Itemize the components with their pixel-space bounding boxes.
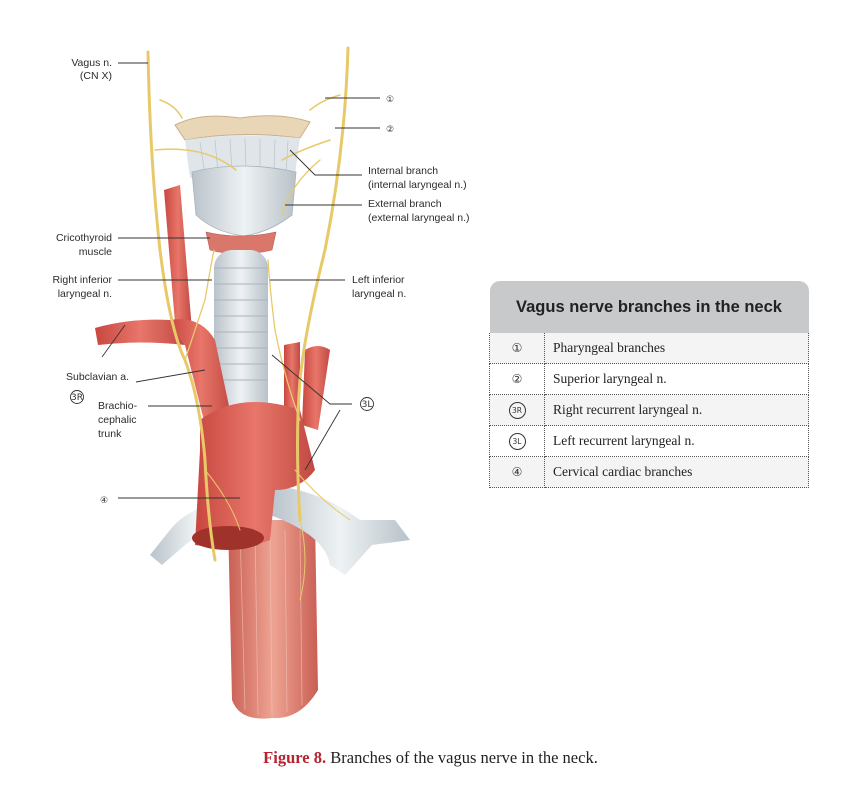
- label-brachiocephalic: Brachio- cephalic trunk: [98, 400, 138, 440]
- label-cricothyroid-line2: muscle: [79, 246, 112, 258]
- left-subclavian-artery: [302, 346, 330, 430]
- label-left-inferior-line2: laryngeal n.: [352, 288, 406, 300]
- marker-3l: 3L: [360, 397, 374, 411]
- right-common-carotid: [164, 185, 192, 335]
- caption-figure-number: Figure 8.: [263, 748, 327, 767]
- legend-number: 3R: [489, 394, 545, 426]
- label-left-inferior: Left inferior laryngeal n.: [352, 274, 406, 300]
- legend-number: ④: [489, 456, 545, 488]
- legend-row: ④ Cervical cardiac branches: [489, 456, 809, 488]
- label-brachio-line2: cephalic: [98, 414, 137, 426]
- caption-text: Branches of the vagus nerve in the neck.: [326, 748, 598, 767]
- label-external-branch: External branch (external laryngeal n.): [368, 198, 470, 224]
- svg-text:②: ②: [386, 125, 394, 135]
- marker-2: ②: [386, 125, 394, 135]
- svg-text:3R: 3R: [71, 393, 83, 403]
- label-vagus-line2: (CN X): [80, 70, 112, 82]
- marker-1: ①: [386, 95, 394, 105]
- legend-row: 3R Right recurrent laryngeal n.: [489, 394, 809, 426]
- label-internal-branch: Internal branch (internal laryngeal n.): [368, 165, 467, 191]
- label-internal-line2: (internal laryngeal n.): [368, 179, 467, 191]
- legend-number: ①: [489, 333, 545, 364]
- label-brachio-line3: trunk: [98, 428, 122, 440]
- label-vagus-line1: Vagus n.: [71, 57, 112, 69]
- svg-text:④: ④: [100, 496, 108, 506]
- leader-lines: [101, 62, 380, 499]
- esophagus: [228, 520, 318, 719]
- marker-4: ④: [100, 496, 108, 506]
- svg-text:3L: 3L: [362, 400, 373, 410]
- legend-row: ② Superior laryngeal n.: [489, 363, 809, 395]
- legend-row: 3L Left recurrent laryngeal n.: [489, 425, 809, 457]
- label-brachio-line1: Brachio-: [98, 400, 138, 412]
- label-external-line1: External branch: [368, 198, 442, 210]
- label-external-line2: (external laryngeal n.): [368, 212, 470, 224]
- label-left-inferior-line1: Left inferior: [352, 274, 405, 286]
- label-subclavian: Subclavian a.: [66, 371, 129, 383]
- marker-3r: 3R: [70, 390, 84, 404]
- hyoid-bone: [174, 115, 311, 141]
- legend-text: Right recurrent laryngeal n.: [544, 394, 809, 426]
- svg-text:①: ①: [386, 95, 394, 105]
- label-cricothyroid: Cricothyroid muscle: [56, 232, 112, 258]
- legend-text: Pharyngeal branches: [544, 333, 809, 364]
- right-subclavian-artery: [95, 319, 185, 345]
- label-cricothyroid-line1: Cricothyroid: [56, 232, 112, 244]
- aorta-cut: [192, 526, 264, 550]
- label-right-inferior-line1: Right inferior: [52, 274, 112, 286]
- legend-title: Vagus nerve branches in the neck: [489, 281, 809, 333]
- legend-table: Vagus nerve branches in the neck ① Phary…: [489, 281, 809, 488]
- pharynx: [185, 135, 300, 178]
- label-right-inferior: Right inferior laryngeal n.: [52, 274, 112, 300]
- thyroid-cartilage: [191, 165, 297, 237]
- label-internal-line1: Internal branch: [368, 165, 438, 177]
- label-vagus: Vagus n. (CN X): [71, 57, 112, 82]
- legend-number: 3L: [489, 425, 545, 457]
- legend-text: Superior laryngeal n.: [544, 363, 809, 395]
- legend-text: Left recurrent laryngeal n.: [544, 425, 809, 457]
- legend-row: ① Pharyngeal branches: [489, 333, 809, 364]
- label-right-inferior-line2: laryngeal n.: [58, 288, 112, 300]
- left-common-carotid: [284, 342, 300, 420]
- legend-text: Cervical cardiac branches: [544, 456, 809, 488]
- aortic-arch: [195, 402, 315, 548]
- figure-caption: Figure 8. Branches of the vagus nerve in…: [0, 748, 861, 768]
- left-bronchus: [270, 485, 410, 575]
- brachiocephalic-trunk: [170, 319, 232, 425]
- legend-number: ②: [489, 363, 545, 395]
- vagus-nerves: [146, 46, 351, 601]
